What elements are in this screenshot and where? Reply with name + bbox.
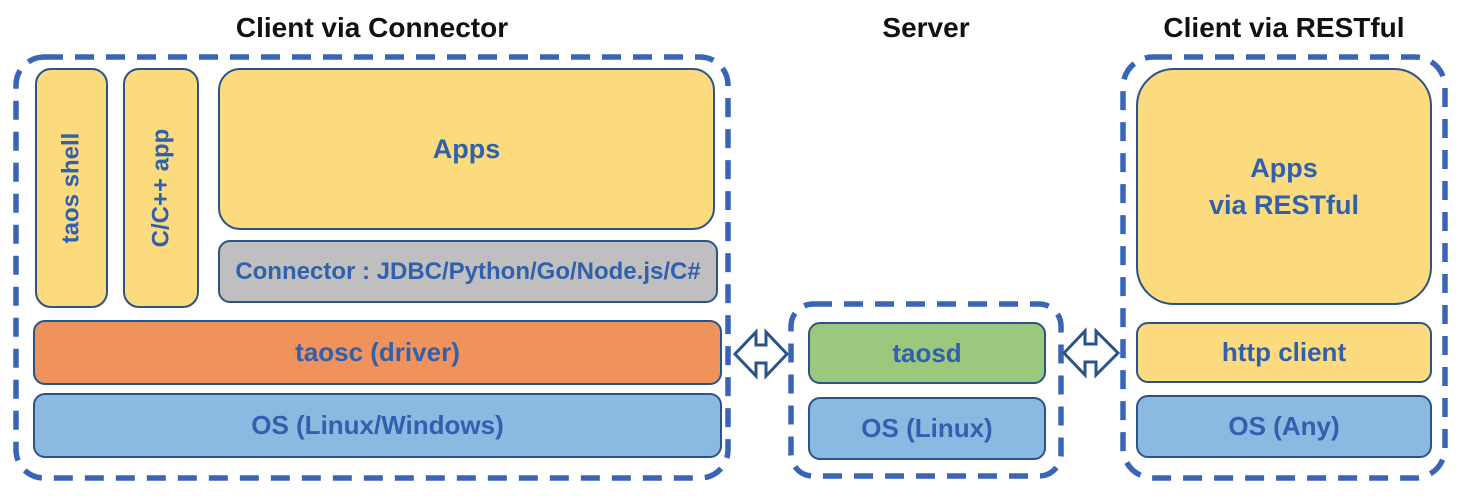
taos-shell-box: taos shell: [35, 68, 108, 308]
os-linux-windows-box: OS (Linux/Windows): [33, 393, 722, 458]
http-client-label: http client: [1221, 337, 1347, 367]
apps-box: Apps: [218, 68, 715, 230]
server-dashed-border: [788, 301, 1064, 479]
taosd-box: taosd: [808, 322, 1046, 384]
cpp-app-box: C/C++ app: [123, 68, 199, 308]
section-title-server: Server: [882, 12, 970, 43]
apps-via-restful-line2: via RESTful: [1208, 189, 1360, 220]
taosd-label: taosd: [892, 337, 962, 368]
section-title-client-restful: Client via RESTful: [1163, 12, 1405, 43]
taosc-driver-box: taosc (driver): [33, 320, 722, 385]
taosc-driver-label: taosc (driver): [295, 337, 460, 367]
connector-box: Connector : JDBC/Python/Go/Node.js/C#: [218, 240, 718, 303]
client-connector-dashed-border: [13, 54, 731, 481]
http-client-box: http client: [1136, 322, 1432, 383]
os-any-label: OS (Any): [1228, 411, 1340, 441]
apps-via-restful-line1: Apps: [1250, 153, 1318, 184]
os-linux-windows-label: OS (Linux/Windows): [251, 410, 504, 440]
apps-via-restful-label: Apps via RESTful: [1209, 150, 1359, 223]
connector-label: Connector : JDBC/Python/Go/Node.js/C#: [235, 257, 701, 285]
apps-via-restful-box: Apps via RESTful: [1136, 68, 1432, 305]
apps-label: Apps: [432, 133, 501, 164]
cpp-app-label: C/C++ app: [147, 128, 175, 248]
os-any-box: OS (Any): [1136, 395, 1432, 458]
client-restful-dashed-border: [1120, 54, 1448, 481]
section-title-client-connector: Client via Connector: [235, 12, 509, 43]
taos-shell-label: taos shell: [57, 132, 85, 244]
double-arrow-icon: [1061, 327, 1121, 379]
os-linux-box: OS (Linux): [808, 397, 1046, 460]
os-linux-label: OS (Linux): [861, 413, 993, 443]
double-arrow-icon: [732, 328, 790, 380]
